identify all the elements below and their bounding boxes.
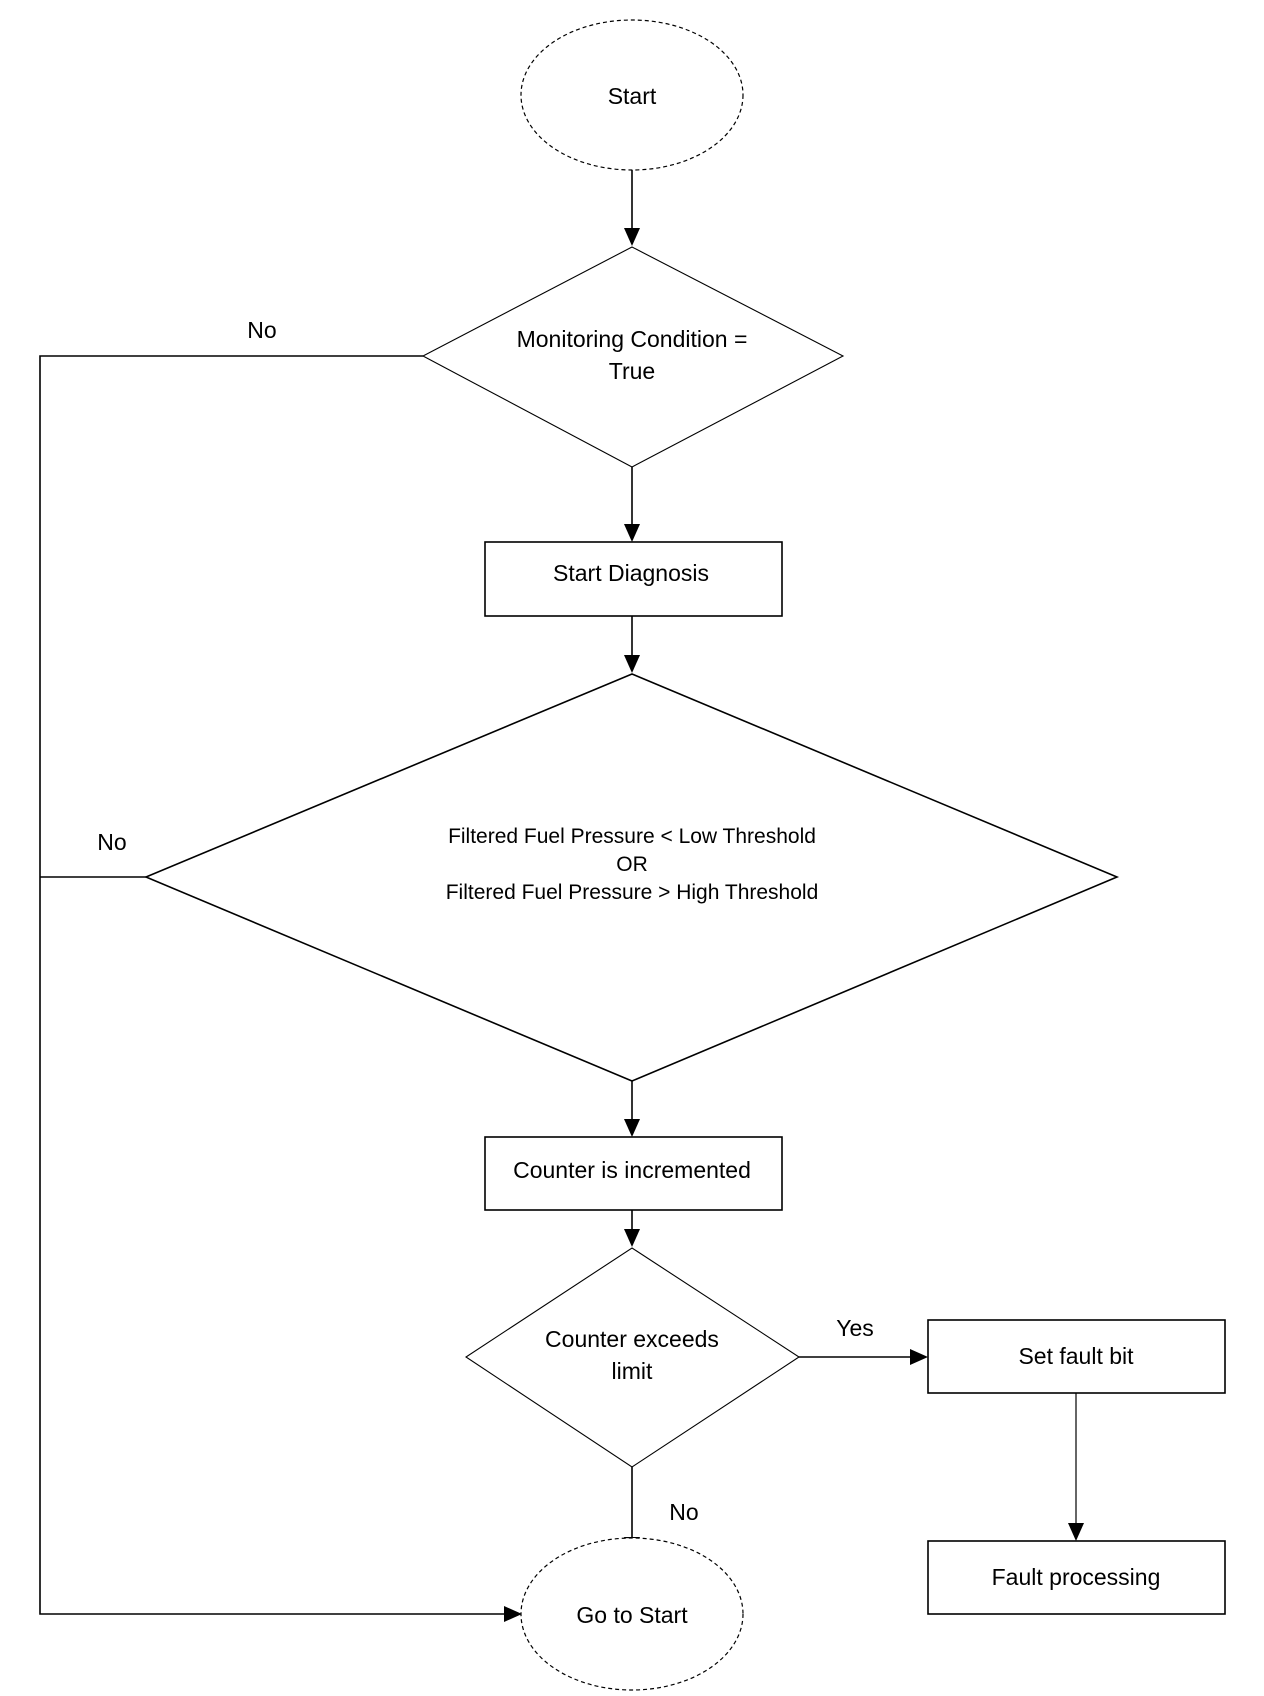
monitoring-no-label: No bbox=[247, 317, 276, 343]
arrowhead-diagnosis bbox=[624, 524, 640, 542]
counter-incremented-label: Counter is incremented bbox=[513, 1157, 751, 1183]
arrowhead-monitoring bbox=[624, 228, 640, 246]
fuel-pressure-label-3: Filtered Fuel Pressure > High Threshold bbox=[446, 881, 819, 904]
counter-no-label: No bbox=[669, 1499, 698, 1525]
set-fault-bit-label: Set fault bit bbox=[1018, 1343, 1134, 1369]
pressure-no-label: No bbox=[97, 829, 126, 855]
counter-yes-label: Yes bbox=[836, 1315, 874, 1341]
arrowhead-goto-from-left bbox=[504, 1606, 522, 1622]
arrowhead-limit bbox=[624, 1229, 640, 1247]
arrowhead-fault-processing bbox=[1068, 1523, 1084, 1541]
set-fault-bit-process bbox=[927, 1319, 1226, 1394]
monitoring-condition-label-2: True bbox=[609, 358, 655, 384]
counter-exceeds-label-1: Counter exceeds bbox=[545, 1326, 719, 1352]
go-to-start-label: Go to Start bbox=[576, 1602, 688, 1628]
counter-exceeds-label-2: limit bbox=[612, 1358, 653, 1384]
edge-monitoring-no-return bbox=[39, 355, 504, 1615]
arrowhead-pressure bbox=[624, 655, 640, 673]
counter-incremented-process bbox=[484, 1136, 783, 1211]
fuel-pressure-label-2: OR bbox=[616, 853, 648, 876]
fuel-pressure-label-1: Filtered Fuel Pressure < Low Threshold bbox=[448, 825, 816, 848]
go-to-start-terminal bbox=[520, 1537, 744, 1691]
start-diagnosis-process bbox=[484, 541, 783, 617]
fault-processing-process bbox=[927, 1540, 1226, 1615]
monitoring-condition-label-1: Monitoring Condition = bbox=[517, 326, 748, 352]
start-label: Start bbox=[608, 83, 657, 109]
arrowhead-fault-bit bbox=[910, 1349, 928, 1365]
monitoring-condition-decision bbox=[421, 246, 845, 468]
fault-processing-label: Fault processing bbox=[992, 1564, 1161, 1590]
fuel-pressure-decision bbox=[143, 673, 1120, 1082]
start-diagnosis-label: Start Diagnosis bbox=[553, 560, 709, 586]
arrowhead-counter bbox=[624, 1119, 640, 1137]
